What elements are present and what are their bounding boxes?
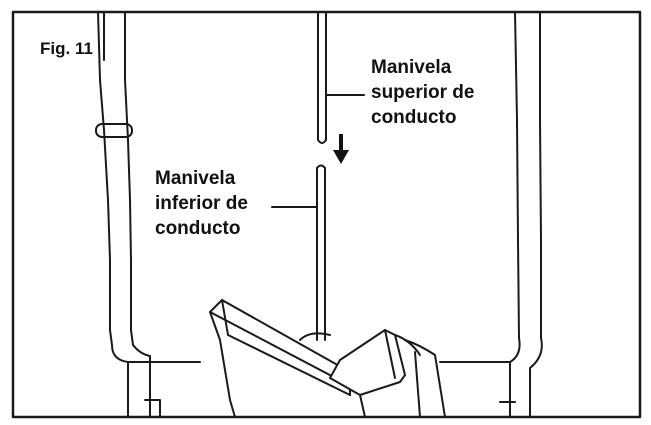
upper-crank-label: Manivela superior de conducto	[371, 55, 474, 130]
upper-crank-label-line: superior de	[371, 82, 475, 103]
motor-housing	[209, 299, 421, 418]
upper-crank-label-line: conducto	[371, 107, 457, 128]
left-handle-tube	[95, 11, 134, 346]
upper-crank-label-line: Manivela	[371, 57, 452, 78]
lower-crank-label-line: inferior de	[155, 193, 248, 214]
figure-label: Fig. 11	[40, 39, 93, 58]
down-arrow-icon	[333, 134, 349, 164]
right-handle-tube	[514, 11, 542, 339]
lower-crank-label: Manivela inferior de conducto	[155, 166, 248, 241]
lower-crank-label-line: conducto	[155, 218, 241, 239]
lower-crank-rod	[316, 164, 326, 341]
base-frame	[111, 337, 543, 418]
upper-crank-rod	[317, 11, 327, 144]
lower-crank-label-line: Manivela	[155, 168, 236, 189]
